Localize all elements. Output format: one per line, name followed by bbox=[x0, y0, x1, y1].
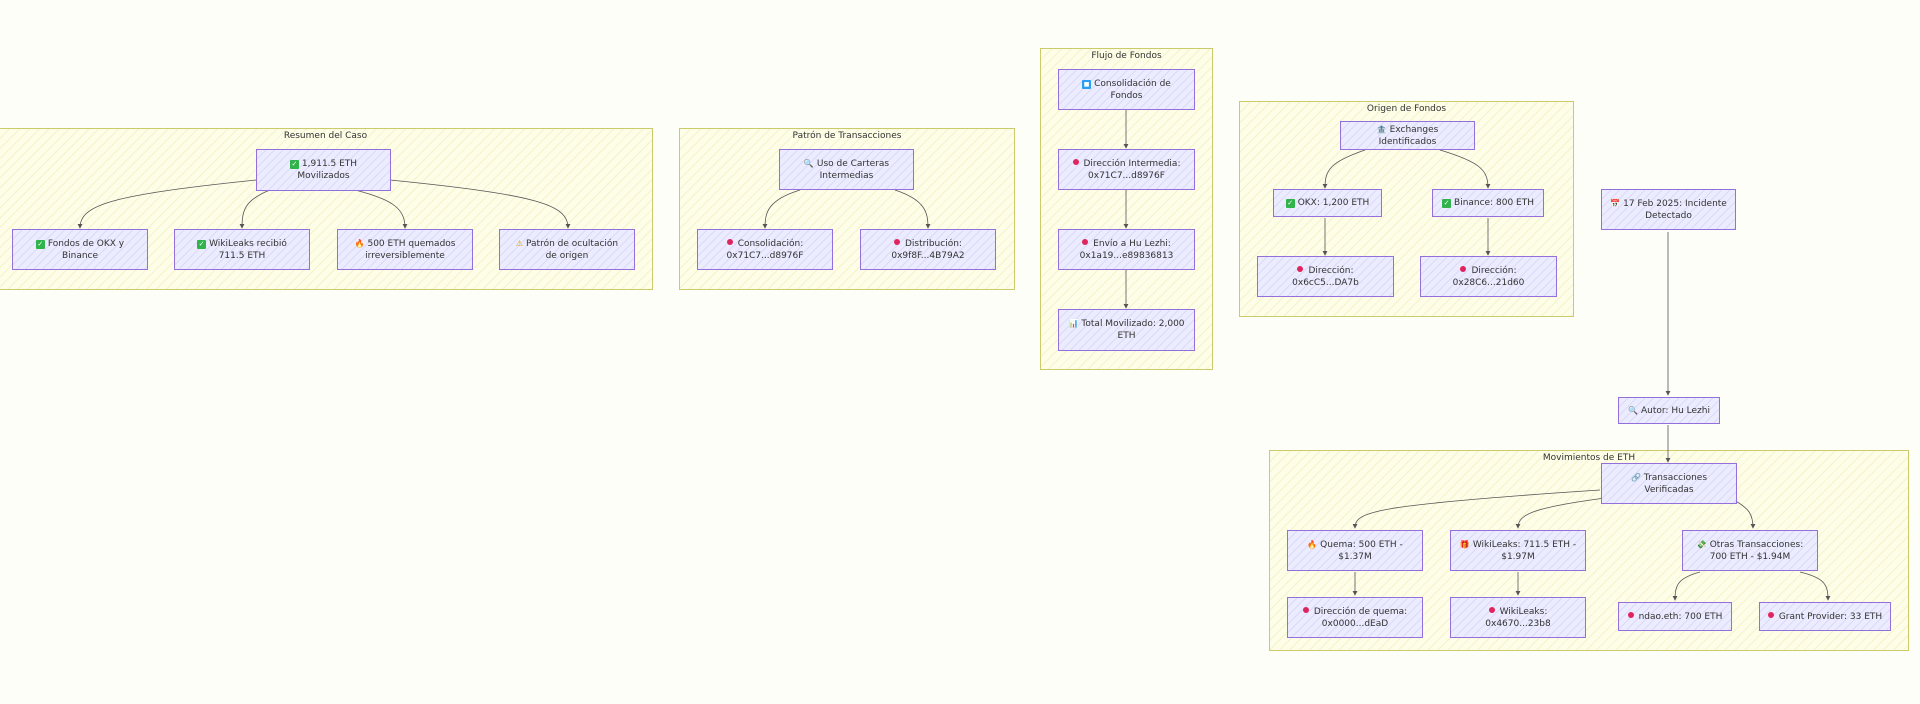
node-okx[interactable]: ✓OKX: 1,200 ETH bbox=[1273, 189, 1382, 217]
node-direccion-intermedia[interactable]: Dirección Intermedia:0x71C7...d8976F bbox=[1058, 149, 1195, 190]
node-consolidacion-address[interactable]: Consolidación:0x71C7...d8976F bbox=[697, 229, 833, 270]
edge-exchanges-okx bbox=[1322, 149, 1366, 189]
blue-square-icon: ■ bbox=[1082, 79, 1092, 89]
edge-exchanges-binance bbox=[1439, 149, 1491, 189]
pin-icon bbox=[1488, 606, 1495, 613]
money-icon: 💸 bbox=[1696, 539, 1707, 549]
link-icon: 🔗 bbox=[1630, 472, 1641, 482]
edge-carteras-distribucion bbox=[894, 189, 931, 229]
cluster-title: Origen de Fondos bbox=[1366, 104, 1447, 114]
node-ndao[interactable]: ndao.eth: 700 ETH bbox=[1618, 602, 1732, 631]
pin-icon bbox=[894, 238, 900, 245]
check-box-icon: ✓ bbox=[1285, 199, 1295, 208]
edge-transacciones-wikileaks bbox=[1515, 497, 1606, 529]
edge-movilizados-wikileaks bbox=[239, 189, 271, 229]
cluster-title: Patrón de Transacciones bbox=[792, 131, 902, 141]
check-box-icon: ✓ bbox=[289, 160, 299, 169]
check-box-icon: ✓ bbox=[197, 239, 207, 249]
pin-icon bbox=[1460, 265, 1467, 272]
node-wikileaks-amount[interactable]: 🎁WikiLeaks: 711.5 ETH -$1.97M bbox=[1450, 530, 1586, 571]
pin-icon bbox=[726, 238, 733, 245]
node-grant-provider[interactable]: Grant Provider: 33 ETH bbox=[1759, 602, 1891, 631]
edge-otras-grant bbox=[1799, 571, 1831, 601]
check-box-icon: ✓ bbox=[35, 239, 45, 249]
magnifier-icon: 🔍 bbox=[1628, 405, 1638, 415]
pin-icon bbox=[1627, 611, 1634, 618]
pin-icon bbox=[1767, 611, 1774, 618]
pin-icon bbox=[1297, 265, 1304, 272]
check-box-icon: ✓ bbox=[1442, 199, 1452, 208]
pin-icon bbox=[1082, 238, 1089, 245]
bar-chart-icon: 📊 bbox=[1068, 319, 1079, 328]
edge-movilizados-patron bbox=[389, 179, 571, 229]
cluster-title: Movimientos de ETH bbox=[1542, 453, 1636, 463]
calendar-icon: 📅 bbox=[1610, 198, 1621, 208]
gift-icon: 🎁 bbox=[1459, 539, 1470, 549]
node-otras-transacciones[interactable]: 💸Otras Transacciones:700 ETH - $1.94M bbox=[1682, 530, 1818, 571]
warning-icon: ⚠ bbox=[515, 238, 524, 248]
magnifier-icon: 🔍 bbox=[803, 158, 814, 168]
node-direccion-quema[interactable]: Dirección de quema:0x0000...dEaD bbox=[1287, 597, 1423, 638]
edge-movilizados-fondos bbox=[77, 179, 257, 229]
node-autor-hu-lezhi[interactable]: 🔍Autor: Hu Lezhi bbox=[1618, 397, 1720, 424]
pin-icon bbox=[1072, 158, 1079, 165]
node-envio-hu-lezhi[interactable]: Envío a Hu Lezhi:0x1a19...e89836813 bbox=[1058, 229, 1195, 270]
node-wikileaks-address[interactable]: WikiLeaks:0x4670...23b8 bbox=[1450, 597, 1586, 638]
edge-movilizados-quemados bbox=[354, 189, 408, 229]
node-binance[interactable]: ✓Binance: 800 ETH bbox=[1432, 189, 1544, 217]
cluster-title: Flujo de Fondos bbox=[1091, 51, 1162, 61]
edge-carteras-consolidacion bbox=[762, 189, 801, 229]
fire-icon: 🔥 bbox=[354, 238, 365, 248]
pin-icon bbox=[1302, 606, 1309, 613]
edge-transacciones-quema bbox=[1352, 489, 1601, 529]
node-exchanges-identificados[interactable]: 🏦Exchanges Identificados bbox=[1340, 121, 1475, 150]
node-direccion-binance[interactable]: Dirección:0x28C6...21d60 bbox=[1420, 256, 1557, 297]
node-quema[interactable]: 🔥Quema: 500 ETH -$1.37M bbox=[1287, 530, 1423, 571]
fire-icon: 🔥 bbox=[1307, 539, 1318, 549]
node-direccion-okx[interactable]: Dirección:0x6cC5...DA7b bbox=[1257, 256, 1394, 297]
node-distribucion[interactable]: Distribución:0x9f8F...4B79A2 bbox=[860, 229, 996, 270]
cluster-title: Resumen del Caso bbox=[283, 131, 368, 141]
bank-icon: 🏦 bbox=[1376, 124, 1387, 134]
edge-otras-ndao bbox=[1672, 571, 1701, 601]
